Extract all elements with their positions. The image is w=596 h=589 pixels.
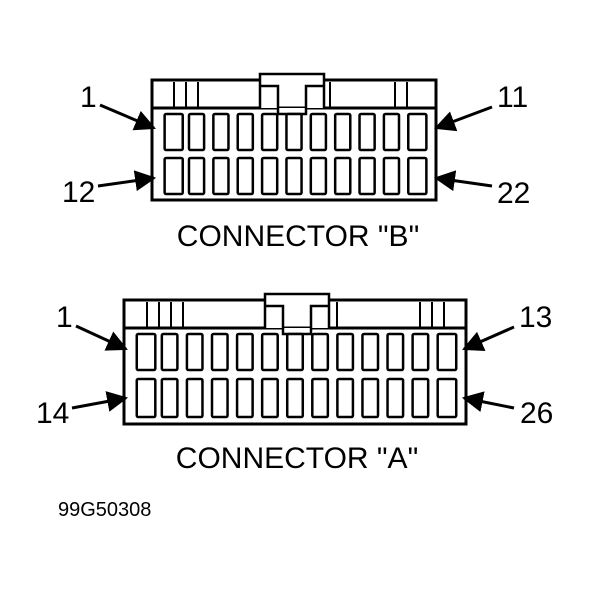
connector-b-pin-cavity xyxy=(407,156,428,196)
connector-a-label-bottom-left: 14 xyxy=(36,397,69,430)
connector-b-arrow-bottom-left xyxy=(97,170,157,192)
connector-a-pin-cavity xyxy=(386,377,405,419)
connector-a-label-top-right: 13 xyxy=(519,301,552,334)
connector-b-pin-cavity xyxy=(163,112,184,152)
connector-a-pin-cavity xyxy=(361,377,380,419)
connector-a-pin-cavity xyxy=(311,332,330,372)
connector-a-pin-cavity xyxy=(436,332,458,372)
connector-b-pin-cavity xyxy=(309,112,328,152)
connector-a-pin-cavity xyxy=(336,332,355,372)
connector-a-pin-cavity xyxy=(386,332,405,372)
connector-b-pin-cavity xyxy=(236,156,255,196)
connector-b-pin-cavity xyxy=(212,156,230,196)
connector-a-pin-cavity xyxy=(210,332,229,372)
connector-a-pin-cavity xyxy=(411,332,430,372)
connector-b-pin-cavity xyxy=(358,112,376,152)
connector-a-pins xyxy=(135,332,458,419)
connector-b-pin-cavity xyxy=(382,156,401,196)
connector-a-pin-cavity xyxy=(311,377,330,419)
connector-a-pin-cavity xyxy=(210,377,229,419)
connector-b-label-bottom-left: 12 xyxy=(62,176,95,209)
connector-a-pin-cavity xyxy=(185,377,204,419)
connector-b-label-top-left: 1 xyxy=(80,81,97,114)
figure-id: 99G50308 xyxy=(58,499,151,521)
connector-a-pin-cavity xyxy=(336,377,355,419)
connector-a-pin-cavity xyxy=(361,332,380,372)
connector-b-title: CONNECTOR "B" xyxy=(177,220,419,253)
connector-a-arrow-bottom-left xyxy=(71,391,129,412)
connector-b-pin-cavity xyxy=(212,112,230,152)
connector-a-pin-cavity xyxy=(185,332,204,372)
connector-a-label-bottom-right: 26 xyxy=(520,397,553,430)
connector-b: 1 11 12 22 CONNECTOR "B" xyxy=(62,72,530,253)
connector-a-title: CONNECTOR "A" xyxy=(176,442,418,475)
connector-a-arrow-bottom-right xyxy=(461,391,515,413)
connector-b-pin-cavity xyxy=(309,156,328,196)
connector-b-pin-cavity xyxy=(333,156,352,196)
connector-a-label-top-left: 1 xyxy=(56,301,73,334)
connector-a: 1 13 14 26 CONNECTOR "A" xyxy=(36,292,553,475)
connector-a-pin-cavity xyxy=(260,332,279,372)
connector-b-pins xyxy=(163,112,428,196)
connector-a-pin-cavity xyxy=(135,332,157,372)
connector-b-arrow-bottom-right xyxy=(433,170,493,192)
connector-b-pin-cavity xyxy=(285,156,303,196)
connector-a-pin-cavity xyxy=(160,332,179,372)
connector-a-arrow-top-left xyxy=(75,324,128,351)
connector-a-pin-cavity xyxy=(260,377,279,419)
connector-a-pin-cavity xyxy=(135,377,157,419)
connector-a-pin-cavity xyxy=(285,332,305,372)
connector-b-pin-cavity xyxy=(236,112,255,152)
connector-b-pin-cavity xyxy=(187,112,206,152)
connector-a-pin-cavity xyxy=(285,377,305,419)
connector-b-label-bottom-right: 22 xyxy=(497,177,530,210)
connector-b-arrow-top-left xyxy=(99,103,156,131)
connector-a-pin-cavity xyxy=(411,377,430,419)
connector-b-pin-cavity xyxy=(407,112,428,152)
connector-b-arrow-top-right xyxy=(434,105,493,132)
connector-b-pin-cavity xyxy=(187,156,206,196)
connector-a-pin-cavity xyxy=(235,332,254,372)
connector-b-label-top-right: 11 xyxy=(497,81,528,114)
connector-b-pin-cavity xyxy=(260,112,279,152)
connector-a-pin-cavity xyxy=(160,377,179,419)
connector-b-pin-cavity xyxy=(285,112,303,152)
connector-b-pin-cavity xyxy=(260,156,279,196)
connector-a-pin-cavity xyxy=(235,377,254,419)
connector-a-pin-cavity xyxy=(436,377,458,419)
connector-a-arrow-top-right xyxy=(462,325,515,351)
connector-b-pin-cavity xyxy=(333,112,352,152)
connector-b-pin-cavity xyxy=(382,112,401,152)
connector-b-pin-cavity xyxy=(163,156,184,196)
connector-b-pin-cavity xyxy=(358,156,376,196)
